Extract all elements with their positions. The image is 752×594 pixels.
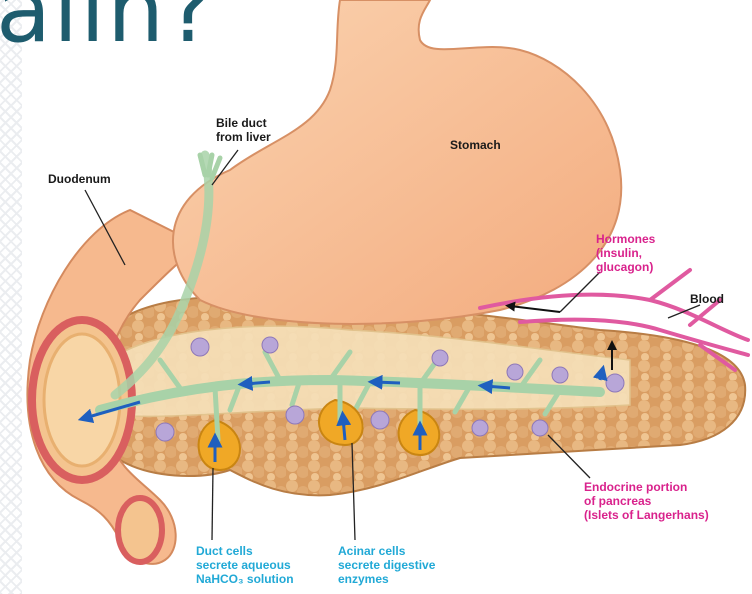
label-bile-duct: Bile duct from liver [216,116,271,144]
label-duodenum: Duodenum [48,172,111,186]
label-stomach: Stomach [450,138,501,152]
label-endocrine-portion: Endocrine portion of pancreas (Islets of… [584,480,709,522]
label-duct-cells: Duct cells secrete aqueous NaHCO₃ soluti… [196,544,294,586]
label-blood: Blood [690,292,724,306]
label-acinar-cells: Acinar cells secrete digestive enzymes [338,544,435,586]
stomach [173,0,621,324]
leader-duct-cells [212,468,213,540]
duodenum-lower-section [118,498,162,562]
label-hormones: Hormones (insulin, glucagon) [596,232,655,274]
